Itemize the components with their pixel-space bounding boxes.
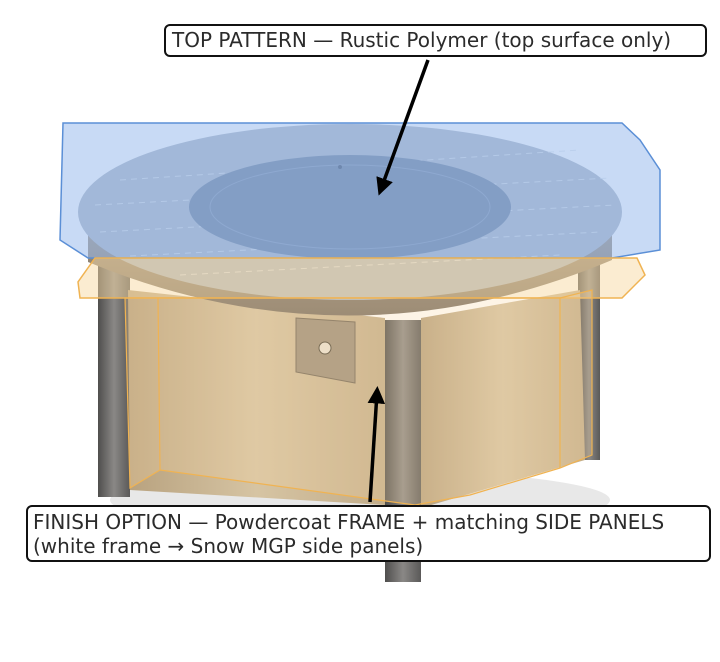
top-pattern-arrow — [376, 59, 430, 196]
finish-option-highlight-band — [77, 257, 646, 299]
ignition-knob-icon — [318, 341, 332, 355]
finish-option-highlight-divider — [157, 297, 161, 471]
side-panel-right — [421, 290, 585, 508]
top-pattern-callout: TOP PATTERN — Rustic Polymer (top surfac… — [164, 24, 707, 57]
finish-option-arrow — [367, 386, 386, 503]
finish-option-highlight-panels — [124, 289, 593, 506]
finish-option-label: FINISH OPTION — Powdercoat FRAME + match… — [33, 510, 665, 534]
top-pattern-label: TOP PATTERN — Rustic Polymer (top surfac… — [172, 28, 672, 52]
finish-option-callout: FINISH OPTION — Powdercoat FRAME + match… — [26, 505, 711, 562]
top-pattern-highlight — [59, 122, 661, 259]
finish-option-sublabel: (white frame → Snow MGP side panels) — [33, 534, 424, 558]
